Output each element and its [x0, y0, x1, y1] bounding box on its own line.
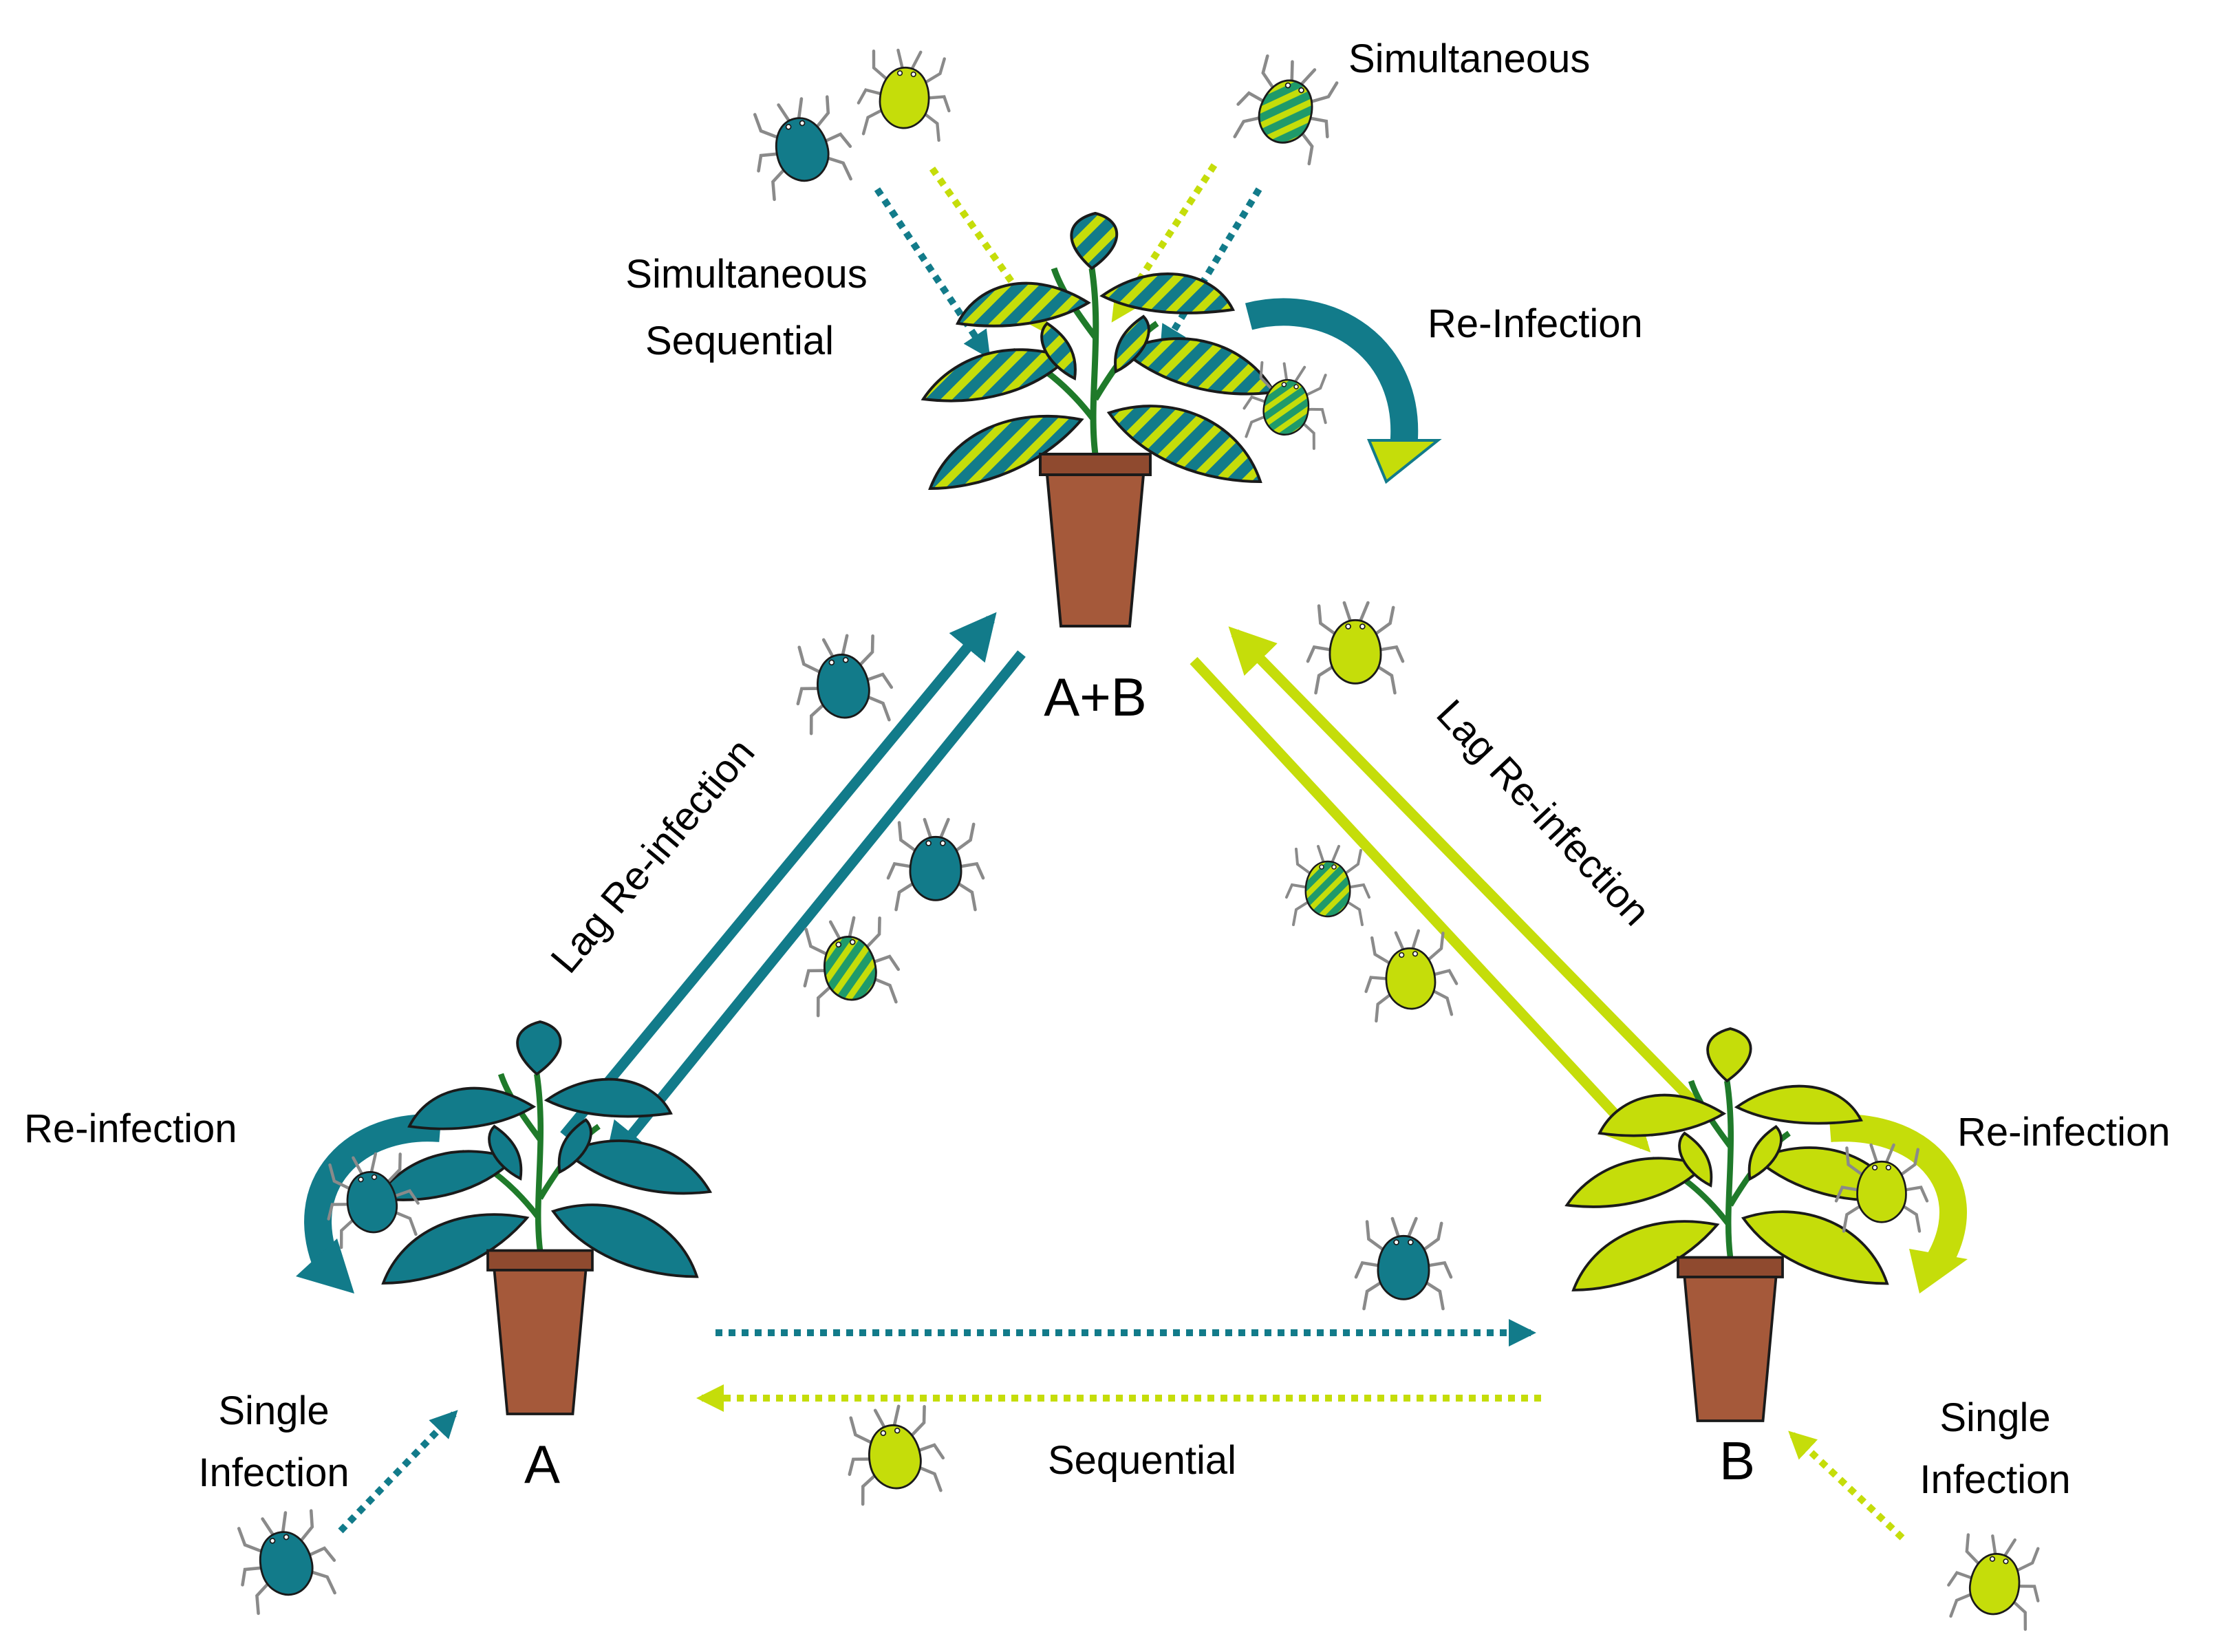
label-single-b-line2: Infection: [1919, 1457, 2070, 1502]
dotted-arrows: [338, 163, 1905, 1541]
arrow-ab-to-a: [603, 650, 1026, 1170]
aphid-icon: [1285, 845, 1370, 926]
dotted-arrow-single-a: [338, 1410, 458, 1534]
curved-arrow-icon: [296, 1114, 442, 1294]
node-label-ab: A+B: [1044, 667, 1147, 727]
label-simultaneous-top: Simultaneous: [1348, 36, 1590, 81]
label-single-b-line1: Single: [1939, 1395, 2050, 1440]
arrow-ab-to-b: [1190, 656, 1651, 1152]
label-lag-left: Lag Re-infection: [542, 730, 763, 981]
label-single-a-line1: Single: [218, 1388, 329, 1433]
aphid-icon: [1356, 1219, 1451, 1309]
aphid-icon: [1361, 927, 1459, 1021]
aphid-icon: [795, 912, 904, 1017]
aphid-icon: [1227, 50, 1348, 167]
dotted-arrow-simul-a-left: [874, 187, 991, 359]
curved-arrow-icon: [1245, 298, 1442, 484]
aphid-icon: [788, 630, 897, 735]
label-simultaneous-left: Simultaneous: [625, 252, 867, 297]
lag-reinfection-arrows-left: [560, 612, 1026, 1170]
curved-arrow-icon: [1829, 1114, 1968, 1294]
potted-plant-icon: [374, 1020, 713, 1415]
node-label-b: B: [1719, 1430, 1755, 1491]
label-lag-right: Lag Re-infection: [1428, 691, 1659, 934]
dotted-arrow-simul-a-right: [1159, 187, 1262, 354]
dotted-arrow-simul-b-left: [929, 167, 1049, 335]
label-sequential-left: Sequential: [645, 319, 834, 363]
aphid-icon: [839, 1400, 949, 1505]
plants: [374, 211, 1903, 1422]
potted-plant-icon: [921, 211, 1277, 627]
node-label-a: A: [524, 1434, 560, 1494]
aphid-icon: [888, 819, 983, 910]
aphid-icon: [1308, 603, 1403, 693]
dotted-arrow-single-b: [1788, 1430, 1905, 1541]
label-sequential-bottom: Sequential: [1048, 1438, 1236, 1483]
aphid-icon: [1944, 1530, 2048, 1631]
dotted-arrow-simul-b-right: [1111, 163, 1218, 323]
aphid-icon: [227, 1503, 342, 1615]
aphid-icon: [856, 47, 954, 140]
arrow-a-to-ab: [560, 612, 997, 1139]
aphid-icon: [743, 89, 858, 201]
arrow-b-to-ab: [1228, 626, 1707, 1115]
lag-reinfection-arrows-right: [1190, 626, 1707, 1152]
label-reinfection-a: Re-infection: [24, 1106, 237, 1151]
label-reinfection-ab: Re-Infection: [1428, 301, 1643, 346]
label-single-a-line2: Infection: [198, 1450, 349, 1495]
potted-plant-icon: [1564, 1027, 1903, 1422]
label-reinfection-b: Re-infection: [1957, 1110, 2170, 1155]
